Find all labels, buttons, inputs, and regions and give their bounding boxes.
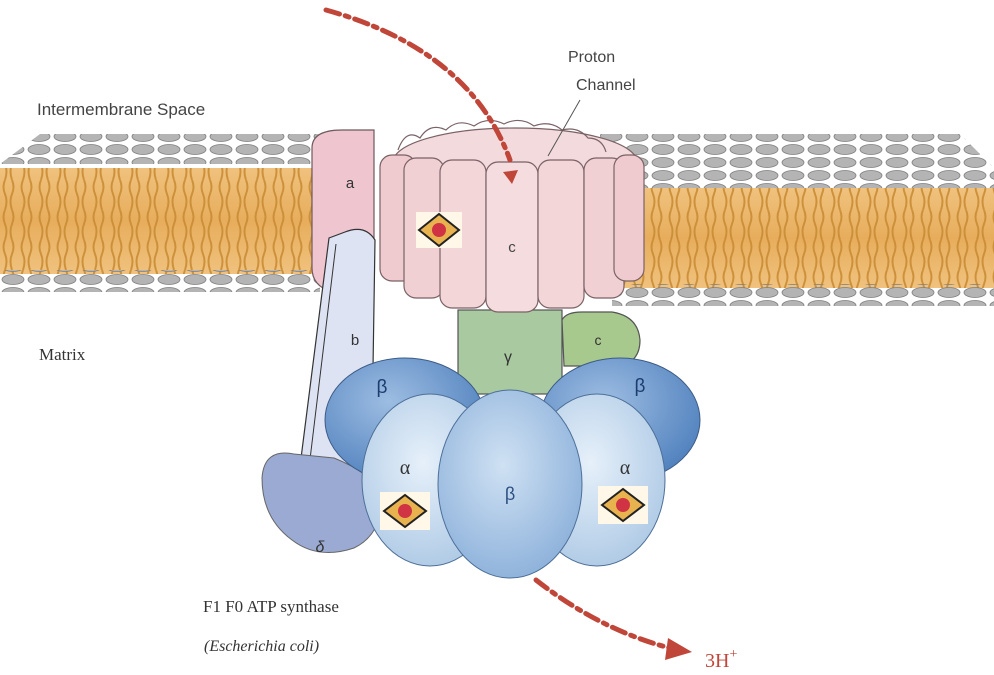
caption-organism: (Escherichia coli) — [204, 638, 319, 655]
subunit-b-label: b — [351, 332, 359, 349]
nucleotide-site-left-icon — [380, 492, 430, 530]
subunit-delta-label: δ — [316, 539, 326, 556]
proton-binding-site-icon — [416, 212, 462, 248]
beta-subunit-front: β — [438, 390, 582, 578]
membrane-bottom-heads-left — [0, 270, 320, 292]
protons-out-label: 3H+ — [705, 647, 737, 672]
beta-front-label: β — [505, 484, 515, 504]
membrane-tails-texture-left — [0, 168, 320, 274]
membrane-top-heads-right — [600, 134, 994, 188]
protons-out-charge: + — [729, 647, 737, 662]
intermembrane-label: Intermembrane Space — [37, 100, 205, 119]
nucleotide-site-right-icon — [598, 486, 648, 524]
c-ring-label: c — [508, 239, 516, 256]
subunit-a-label: a — [346, 175, 355, 192]
subunit-gamma: γ — [458, 310, 562, 394]
beta-left-label: β — [377, 377, 388, 398]
subunit-epsilon-label: c — [595, 332, 602, 348]
matrix-label: Matrix — [39, 345, 86, 364]
proton-channel-label-line2: Channel — [576, 77, 636, 94]
beta-right-label: β — [635, 376, 646, 397]
proton-channel-label-line1: Proton — [568, 49, 615, 66]
membrane-right — [600, 134, 994, 306]
membrane-tails-texture-right — [612, 188, 994, 288]
membrane-top-heads-left — [0, 134, 320, 164]
proton-exit-arrow — [536, 580, 670, 648]
c-ring: c — [380, 120, 644, 312]
membrane-bottom-heads-right — [612, 284, 994, 306]
protons-out-value: 3H — [705, 650, 729, 672]
membrane-left — [0, 134, 320, 292]
proton-exit-arrowhead-icon — [665, 638, 692, 660]
alpha-right-label: α — [620, 457, 631, 479]
subunit-gamma-label: γ — [504, 349, 512, 366]
caption-title: F1 F0 ATP synthase — [203, 597, 339, 616]
alpha-left-label: α — [400, 457, 411, 479]
